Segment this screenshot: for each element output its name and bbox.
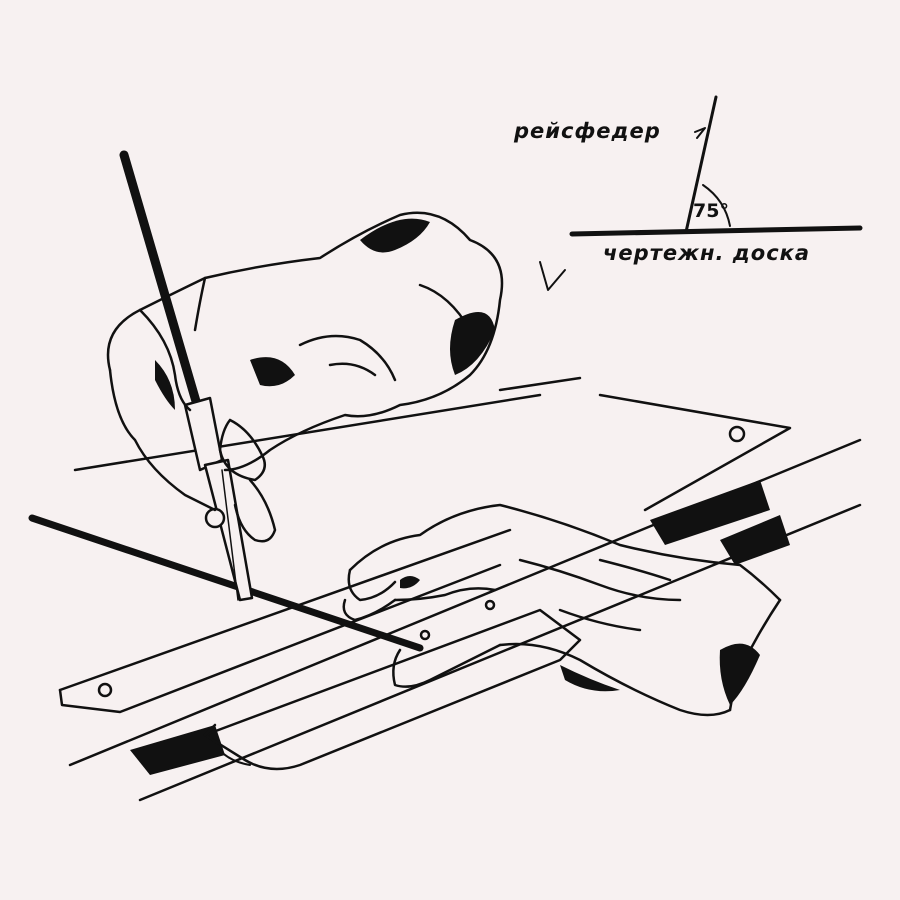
- pen-label: рейсфедер: [514, 119, 661, 143]
- ruling-pen: [119, 150, 254, 602]
- drawing-board: [68, 376, 862, 802]
- board-label: чертежн. доска: [603, 241, 811, 265]
- angle-annotation: [569, 95, 863, 237]
- ruler: [28, 425, 746, 714]
- left-hand: [342, 503, 782, 717]
- right-hand: [106, 211, 566, 543]
- drafting-triangle: [203, 608, 582, 771]
- angle-label: 75°: [693, 200, 729, 222]
